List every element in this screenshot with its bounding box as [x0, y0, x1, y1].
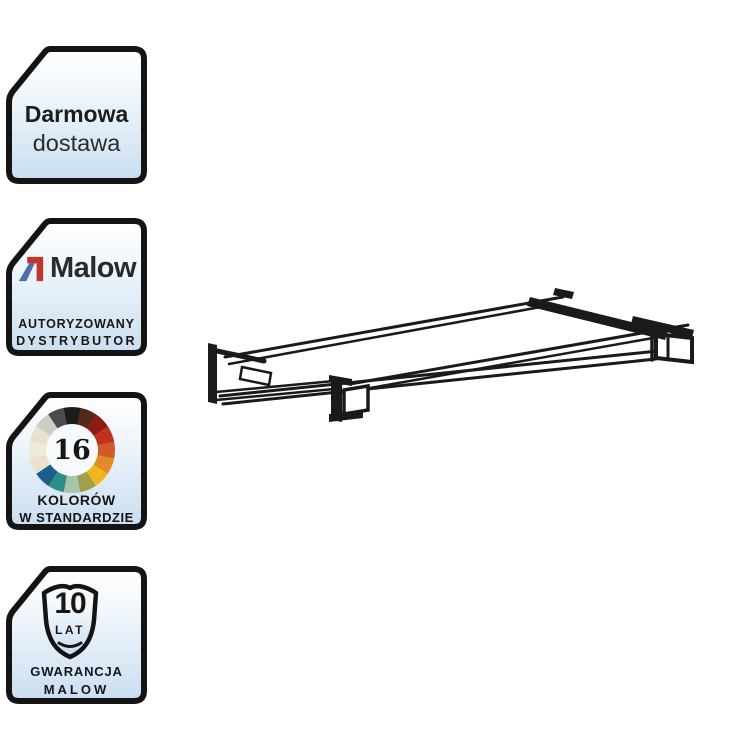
badge-authorized-distributor: Malow AUTORYZOWANY DYSTRYBUTOR: [5, 218, 148, 357]
malow-brand-text: Malow: [49, 252, 137, 284]
badge-outline: [6, 46, 147, 184]
distributor-line1: AUTORYZOWANY: [18, 317, 135, 331]
malow-logo-icon: [18, 256, 44, 281]
distributor-line2: DYSTRYBUTOR: [16, 334, 137, 348]
warranty-line1: GWARANCJA: [30, 664, 123, 679]
badge-color-options: 16 KOLORÓW W STANDARDZIE: [5, 392, 148, 531]
color-wheel-center: 16: [46, 424, 98, 476]
colors-line2: W STANDARDZIE: [19, 510, 134, 525]
badge-outline: [6, 218, 147, 356]
warranty-line2: MALOW: [43, 682, 110, 697]
free-delivery-line2: dostawa: [32, 130, 121, 156]
badge-warranty: 10 LAT GWARANCJA MALOW: [5, 566, 148, 705]
badge-free-delivery: Darmowa dostawa: [5, 46, 148, 185]
color-wheel: 16: [29, 407, 115, 493]
warranty-unit: LAT: [55, 623, 85, 637]
colors-line1: KOLORÓW: [37, 492, 116, 508]
malow-logo: Malow: [5, 252, 148, 285]
warranty-shield-icon: [41, 583, 99, 660]
free-delivery-line1: Darmowa: [24, 101, 129, 127]
warranty-years: 10: [54, 587, 86, 620]
product-line-drawing: [208, 288, 694, 422]
color-count: 16: [53, 434, 91, 466]
